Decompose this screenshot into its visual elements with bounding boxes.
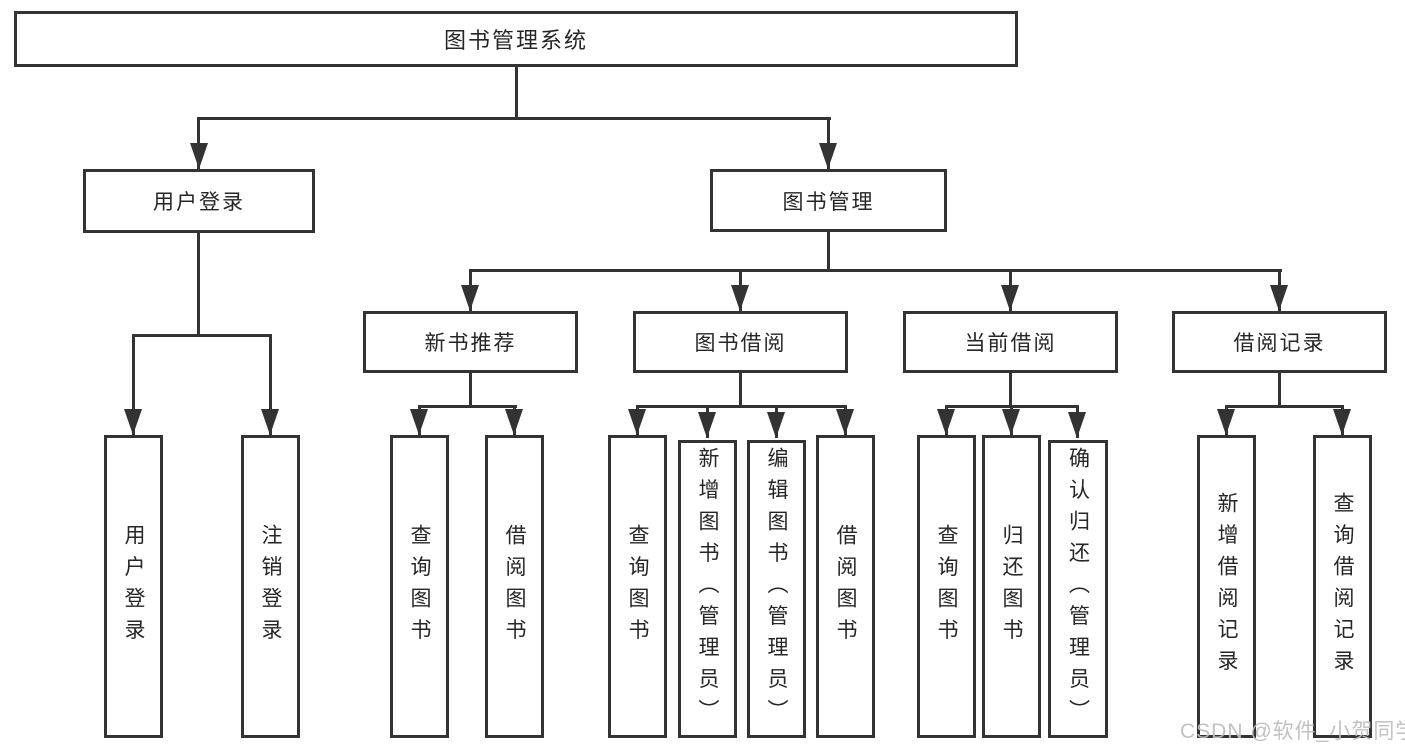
node-new-book-recommend: 新书推荐 [363, 311, 578, 373]
node-leaf-add-books-admin: 新增图书（管理员） [678, 440, 737, 738]
line [197, 117, 831, 120]
arrowhead-icon [836, 409, 854, 435]
arrowhead-icon [1001, 285, 1019, 311]
node-leaf-query-books-borrowing: 查询图书 [608, 435, 667, 738]
node-leaf-borrow-books-borrowing: 借阅图书 [816, 435, 875, 738]
arrowhead-icon [819, 143, 837, 169]
arrowhead-icon [698, 412, 716, 438]
arrowhead-icon [124, 409, 142, 435]
line [739, 373, 742, 407]
node-leaf-confirm-return-admin: 确认归还（管理员） [1048, 440, 1108, 738]
line [418, 405, 517, 408]
line [132, 334, 135, 435]
node-leaf-add-borrow-record: 新增借阅记录 [1197, 435, 1256, 738]
line [132, 334, 272, 337]
line [197, 233, 200, 336]
line [469, 269, 1282, 272]
arrowhead-icon [1068, 412, 1086, 438]
arrowhead-icon [937, 409, 955, 435]
node-book-management: 图书管理 [710, 169, 947, 232]
line [1225, 405, 1344, 408]
node-root-library-system: 图书管理系统 [14, 11, 1018, 67]
line [1009, 373, 1012, 407]
line [269, 334, 272, 435]
node-leaf-user-login: 用户登录 [104, 435, 163, 738]
node-book-borrowing: 图书借阅 [633, 311, 848, 373]
line [469, 373, 472, 407]
node-leaf-query-books-current: 查询图书 [917, 435, 976, 738]
arrowhead-icon [1270, 285, 1288, 311]
node-leaf-return-books: 归还图书 [982, 435, 1041, 738]
line [515, 67, 518, 119]
line [1278, 373, 1281, 407]
arrowhead-icon [461, 285, 479, 311]
arrowhead-icon [1333, 409, 1351, 435]
node-leaf-logout: 注销登录 [241, 435, 300, 738]
arrowhead-icon [731, 285, 749, 311]
arrowhead-icon [767, 412, 785, 438]
arrowhead-icon [505, 409, 523, 435]
arrowhead-icon [410, 409, 428, 435]
arrowhead-icon [628, 409, 646, 435]
arrowhead-icon [1002, 409, 1020, 435]
csdn-watermark: CSDN @软件_小贺同学 [1180, 720, 1405, 743]
node-leaf-edit-books-admin: 编辑图书（管理员） [747, 440, 806, 738]
node-leaf-query-borrow-record: 查询借阅记录 [1313, 435, 1372, 738]
node-leaf-query-books-recommend: 查询图书 [390, 435, 449, 738]
node-user-login: 用户登录 [83, 169, 315, 233]
node-borrowing-records: 借阅记录 [1172, 311, 1387, 373]
node-current-borrowing: 当前借阅 [903, 311, 1118, 373]
arrowhead-icon [190, 143, 208, 169]
arrowhead-icon [261, 409, 279, 435]
line [636, 405, 847, 408]
arrowhead-icon [1217, 409, 1235, 435]
node-leaf-borrow-books-recommend: 借阅图书 [485, 435, 544, 738]
line [827, 232, 830, 271]
